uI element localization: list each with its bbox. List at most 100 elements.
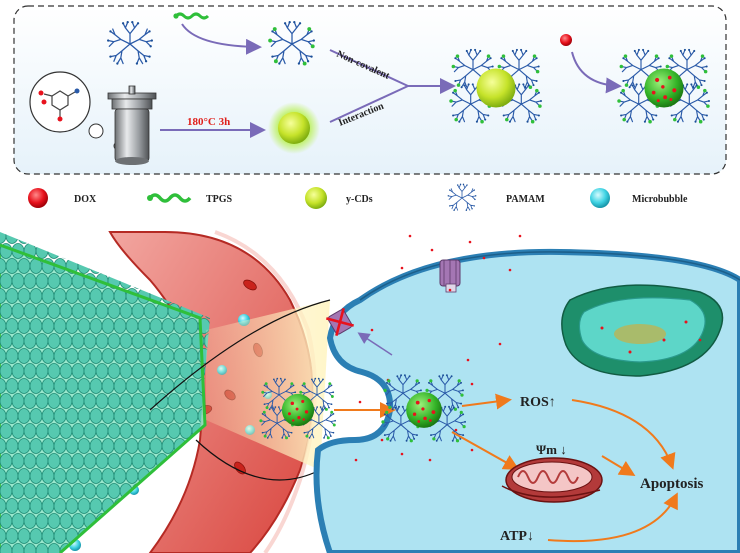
tissue-cell — [155, 483, 169, 499]
tissue-cell — [179, 453, 193, 469]
tissue-cell — [119, 513, 133, 529]
atp-label: ATP↓ — [500, 529, 534, 544]
tissue-cell — [65, 318, 79, 334]
tissue-cell — [47, 243, 61, 259]
arrow-converge-bottom — [329, 85, 409, 123]
tissue-cell — [65, 378, 79, 394]
tissue-cell — [83, 423, 97, 439]
tissue-cell — [95, 333, 109, 349]
tissue-cell — [29, 438, 43, 454]
tissue-cell — [23, 393, 37, 409]
tissue-cell — [185, 378, 199, 394]
tissue-cell — [137, 528, 151, 544]
tissue-cell — [143, 333, 157, 349]
tissue-cell — [17, 258, 31, 274]
tissue-cell — [47, 453, 61, 469]
tissue-cell — [173, 318, 187, 334]
tissue-cell — [53, 408, 67, 424]
tpgs-chain-icon — [174, 12, 210, 20]
tissue-cell — [35, 453, 49, 469]
tissue-cell — [95, 303, 109, 319]
tissue-cell — [77, 288, 91, 304]
tissue-cell — [47, 393, 61, 409]
tissue-cell — [149, 408, 163, 424]
tissue-cell — [89, 348, 103, 364]
tissue-cell — [65, 232, 79, 244]
tissue-cell — [119, 303, 133, 319]
tissue-cell — [29, 232, 43, 244]
legend-item-microbubble: Microbubble — [590, 188, 688, 208]
tissue-cell — [155, 333, 169, 349]
temperature-time-label: 180°C 3h — [187, 116, 230, 128]
tissue-cell — [155, 423, 169, 439]
tissue-cell — [101, 288, 115, 304]
molecule-structure-icon — [43, 90, 76, 117]
tissue-cell — [0, 333, 13, 349]
tissue-cell — [71, 513, 85, 529]
tissue-cell — [35, 393, 49, 409]
tissue-cell — [0, 393, 13, 409]
tissue-cell — [59, 333, 73, 349]
tissue-cell — [161, 498, 175, 514]
tissue-cell — [89, 468, 103, 484]
tissue-cell — [11, 423, 25, 439]
tissue-cell — [107, 483, 121, 499]
tissue-cell — [137, 408, 151, 424]
arrow-to-transporter — [357, 332, 393, 356]
tissue-cell — [71, 303, 85, 319]
tissue-cell — [167, 363, 181, 379]
tissue-cell — [179, 333, 193, 349]
tissue-cell — [71, 363, 85, 379]
tissue-cell — [59, 513, 73, 529]
tissue-cell — [59, 303, 73, 319]
tissue-cell — [5, 258, 19, 274]
red-sphere-icon — [28, 188, 48, 208]
tissue-cell — [107, 333, 121, 349]
tissue-cell — [77, 318, 91, 334]
tissue-cell — [17, 528, 31, 544]
tissue-cell — [29, 348, 43, 364]
tissue-cell — [107, 513, 121, 529]
tissue-cell — [167, 393, 181, 409]
tissue-cell — [11, 363, 25, 379]
tissue-cell — [125, 468, 139, 484]
tissue-cell — [77, 438, 91, 454]
tissue-cell — [65, 498, 79, 514]
tissue-cell — [161, 348, 175, 364]
nucleolus — [614, 324, 666, 344]
tissue-cell — [53, 498, 67, 514]
tissue-cell — [89, 318, 103, 334]
tissue-cell — [161, 408, 175, 424]
tissue-cell — [0, 303, 13, 319]
tissue-cell — [5, 232, 19, 244]
tissue-cell — [167, 333, 181, 349]
tissue-cell — [59, 273, 73, 289]
tissue-cell — [143, 453, 157, 469]
tissue-cell — [29, 528, 43, 544]
yellow-green-sphere-icon — [305, 187, 327, 209]
tissue-cell — [101, 348, 115, 364]
arrow-psi-apoptosis — [601, 455, 636, 477]
tissue-cell — [77, 258, 91, 274]
tissue-cell — [77, 232, 91, 244]
mitochondrion — [501, 457, 603, 503]
tissue-cell — [17, 468, 31, 484]
tissue-cell — [41, 348, 55, 364]
tissue-cell — [167, 483, 181, 499]
tissue-cell — [17, 378, 31, 394]
tissue-cell — [11, 273, 25, 289]
tissue-cell — [83, 393, 97, 409]
legend-item-dox: DOX — [28, 188, 97, 208]
tissue-cell — [35, 243, 49, 259]
tissue-cell — [137, 348, 151, 364]
nucleus — [561, 284, 724, 377]
tissue-cell — [113, 528, 127, 544]
svg-text:DOX: DOX — [74, 194, 97, 205]
svg-text:Microbubble: Microbubble — [632, 194, 688, 205]
tissue-cell — [83, 453, 97, 469]
tissue-cell — [161, 468, 175, 484]
tissue-cell — [143, 483, 157, 499]
tissue-cell — [125, 438, 139, 454]
